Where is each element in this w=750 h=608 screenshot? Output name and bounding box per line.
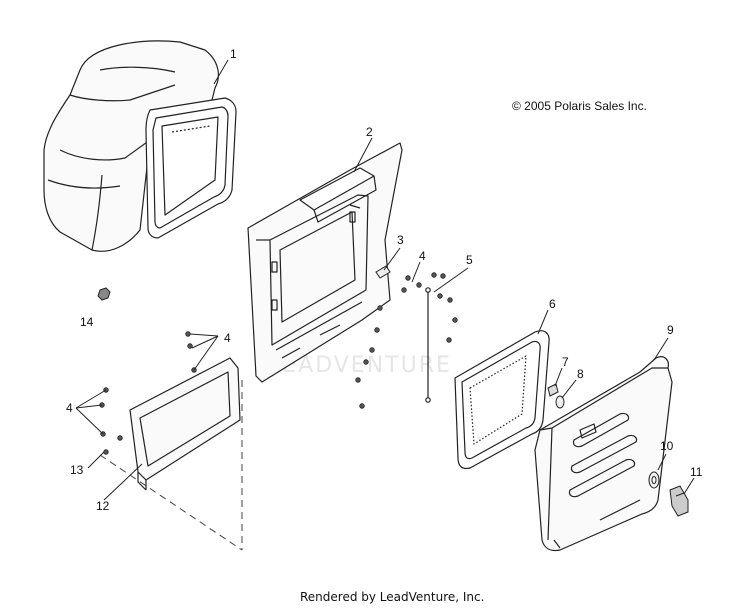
- callout-10: 10: [660, 439, 674, 453]
- callout-7: 7: [562, 355, 569, 369]
- part-11-lock: [669, 485, 689, 517]
- part-6-door-seal: [454, 330, 550, 470]
- part-8-washer: [555, 395, 565, 409]
- copyright-notice: © 2005 Polaris Sales Inc.: [512, 99, 647, 113]
- callout-9: 9: [667, 323, 674, 337]
- callout-6: 6: [549, 297, 556, 311]
- callout-numbers: 1 2 3 4 5 4 4 13 14 12 6 7 8 9 10 11: [66, 47, 703, 513]
- part-10-washer: [648, 471, 660, 489]
- leader-lines: [75, 59, 695, 501]
- part-1-storage-box: [43, 40, 237, 252]
- callout-8: 8: [577, 367, 584, 381]
- callout-14: 14: [80, 315, 94, 329]
- part-7-latch: [547, 383, 559, 397]
- guide-lines: [99, 380, 243, 551]
- callout-5: 5: [466, 253, 473, 267]
- rendered-by-footer: Rendered by LeadVenture, Inc.: [300, 590, 485, 604]
- callout-2: 2: [366, 125, 373, 139]
- callout-4-middle: 4: [224, 331, 231, 345]
- part-5-rod: [425, 287, 431, 403]
- callout-11: 11: [690, 465, 703, 479]
- callout-4-top: 4: [419, 249, 426, 263]
- part-3-plate: [375, 265, 391, 279]
- callout-12: 12: [96, 499, 110, 513]
- part-9-door: [534, 356, 673, 552]
- callout-3: 3: [397, 233, 404, 247]
- part-14-nut: [97, 287, 111, 301]
- callout-13: 13: [70, 463, 84, 477]
- callout-4-left: 4: [66, 401, 73, 415]
- part-12-back-panel: [129, 357, 241, 491]
- callout-1: 1: [230, 47, 237, 61]
- part-2-mounting-plate: [247, 142, 403, 383]
